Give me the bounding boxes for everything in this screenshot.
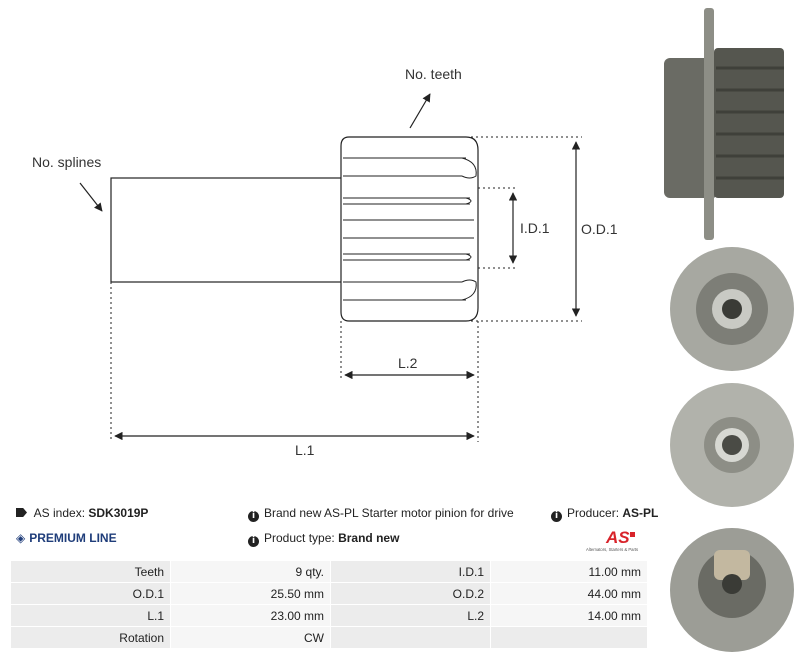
info-icon: i: [551, 511, 562, 522]
table-row: O.D.1 25.50 mm O.D.2 44.00 mm: [10, 582, 648, 605]
label-no-teeth: No. teeth: [405, 66, 462, 82]
product-type: i Product type: Brand new: [248, 531, 399, 547]
spec-value: 14.00 mm: [490, 604, 648, 627]
product-photo-angle: [670, 528, 794, 652]
producer: i Producer: AS-PL: [551, 506, 658, 522]
info-icon: i: [248, 511, 259, 522]
extension-lines: [110, 136, 582, 442]
logo-text: AS: [605, 528, 630, 547]
label-l2: L.2: [398, 355, 418, 371]
label-l1: L.1: [295, 442, 315, 458]
product-type-value: Brand new: [338, 531, 400, 545]
table-row: L.1 23.00 mm L.2 14.00 mm: [10, 604, 648, 627]
table-row: Teeth 9 qty. I.D.1 11.00 mm: [10, 560, 648, 583]
premium-line: ◈PREMIUM LINE: [16, 531, 117, 545]
technical-drawing: No. teeth No. splines I.D.1 O.D.1 L.2 L.…: [32, 66, 618, 458]
product-photo-front: [670, 247, 794, 371]
info-icon: i: [248, 536, 259, 547]
logo-tagline: Alternators, Starters & Parts: [586, 547, 638, 552]
spec-value: CW: [170, 626, 331, 649]
spec-label: O.D.2: [330, 582, 491, 605]
product-photo-back: [670, 383, 794, 507]
spec-value: 44.00 mm: [490, 582, 648, 605]
spec-value: 25.50 mm: [170, 582, 331, 605]
shaft-outline: [110, 177, 344, 283]
dimension-arrows: [79, 93, 581, 441]
table-row: Rotation CW: [10, 626, 648, 649]
spec-label: Teeth: [10, 560, 171, 583]
label-od1: O.D.1: [581, 221, 618, 237]
diamond-icon: ◈: [16, 531, 26, 545]
as-pl-logo: AS Alternators, Starters & Parts: [586, 528, 638, 552]
label-id1: I.D.1: [520, 220, 550, 236]
product-description: i Brand new AS-PL Starter motor pinion fo…: [248, 506, 514, 522]
spec-value: 11.00 mm: [490, 560, 648, 583]
spec-label: [330, 626, 491, 649]
spec-value: 23.00 mm: [170, 604, 331, 627]
spec-label: I.D.1: [330, 560, 491, 583]
teeth-lines: [343, 157, 477, 301]
label-no-splines: No. splines: [32, 154, 101, 170]
producer-label: Producer:: [567, 506, 620, 520]
spec-label: Rotation: [10, 626, 171, 649]
spec-table: Teeth 9 qty. I.D.1 11.00 mm O.D.1 25.50 …: [10, 560, 648, 649]
spec-value: 9 qty.: [170, 560, 331, 583]
product-photo-side: [664, 8, 784, 240]
as-index-label: AS index:: [33, 506, 86, 520]
pinion-outline: [340, 136, 479, 322]
as-index-value: SDK3019P: [88, 506, 149, 520]
description-text: Brand new AS-PL Starter motor pinion for…: [264, 506, 514, 520]
spec-label: L.2: [330, 604, 491, 627]
premium-line-text: PREMIUM LINE: [29, 531, 117, 545]
producer-value: AS-PL: [622, 506, 659, 520]
tag-icon: [16, 508, 27, 517]
spec-label: L.1: [10, 604, 171, 627]
as-index: AS index: SDK3019P: [16, 506, 148, 520]
product-type-label: Product type:: [264, 531, 335, 545]
spec-label: O.D.1: [10, 582, 171, 605]
spec-value: [490, 626, 648, 649]
